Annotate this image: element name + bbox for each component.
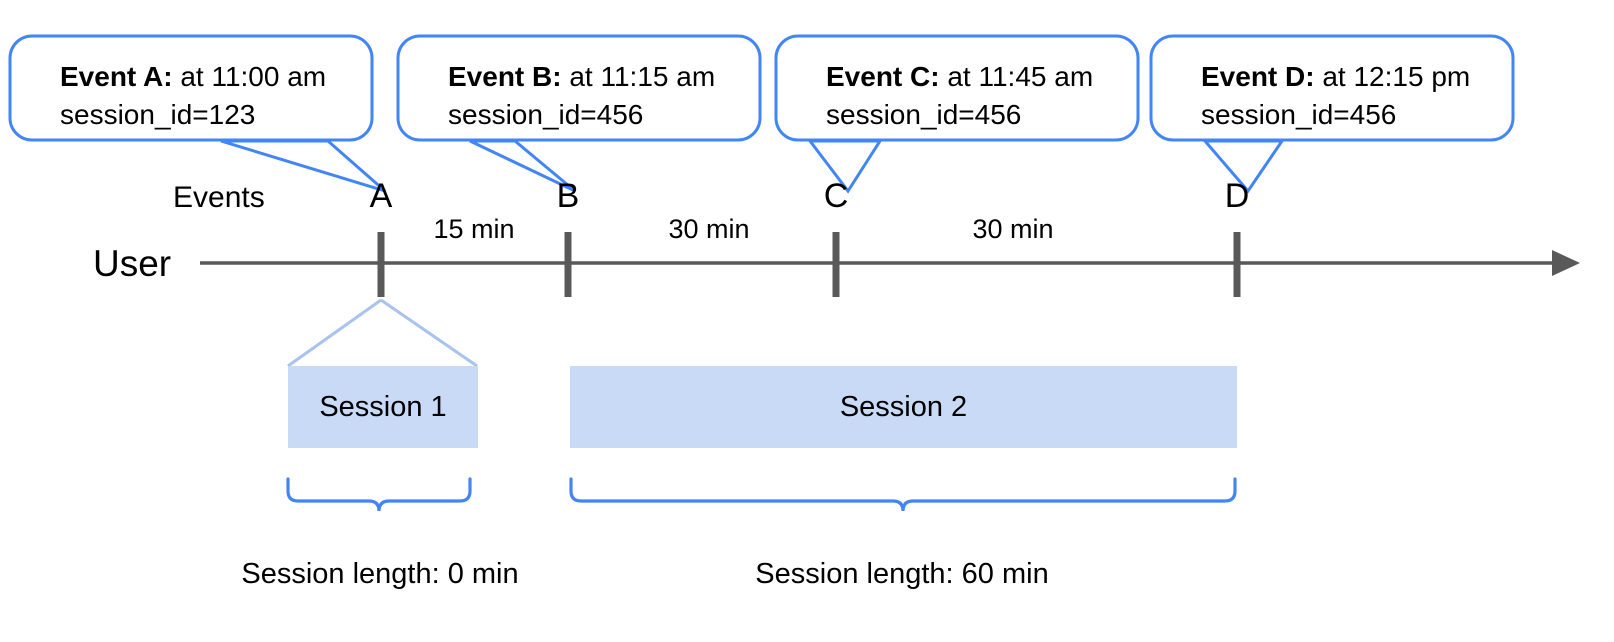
callout-b: Event B: at 11:15 am session_id=456 <box>420 36 760 134</box>
session-length-2: Session length: 60 min <box>755 558 1049 590</box>
callout-a-session-id: session_id=123 <box>60 99 256 130</box>
callout-a-event-time: at 11:00 am <box>172 61 327 92</box>
callout-d-event-name: Event D: <box>1201 61 1315 92</box>
event-letter-d: D <box>1224 177 1250 215</box>
callout-a: Event A: at 11:00 am session_id=123 <box>32 36 372 134</box>
session-length-1: Session length: 0 min <box>241 558 519 590</box>
callout-d: Event D: at 12:15 pm session_id=456 <box>1173 36 1513 134</box>
callout-a-event-name: Event A: <box>60 61 173 92</box>
callout-c-session-id: session_id=456 <box>826 99 1022 130</box>
event-letter-c: C <box>823 177 849 215</box>
gap-label-c-d: 30 min <box>972 214 1054 244</box>
callout-d-event-time: at 12:15 pm <box>1314 61 1471 92</box>
session-bar-1-label: Session 1 <box>319 390 447 423</box>
session-bar-1: Session 1 <box>288 366 478 448</box>
callout-b-event-name: Event B: <box>448 61 562 92</box>
callout-b-session-id: session_id=456 <box>448 99 644 130</box>
session-bar-2: Session 2 <box>570 366 1237 448</box>
callout-d-session-id: session_id=456 <box>1201 99 1397 130</box>
callout-c: Event C: at 11:45 am session_id=456 <box>798 36 1138 134</box>
callout-c-event-time: at 11:45 am <box>939 61 1094 92</box>
gap-label-a-b: 15 min <box>433 214 515 244</box>
brace-session-2 <box>569 477 1237 512</box>
row-label-user: User <box>93 243 172 284</box>
timeline-axis <box>200 250 1580 276</box>
brace-session-1 <box>286 477 472 512</box>
row-label-events: Events <box>173 181 265 214</box>
event-letter-a: A <box>369 177 393 215</box>
session-bar-2-label: Session 2 <box>839 390 968 423</box>
session1-connector <box>287 298 478 368</box>
callout-c-event-name: Event C: <box>826 61 940 92</box>
event-letter-b: B <box>556 177 580 215</box>
gap-label-b-c: 30 min <box>668 214 750 244</box>
callout-b-event-time: at 11:15 am <box>561 61 716 92</box>
